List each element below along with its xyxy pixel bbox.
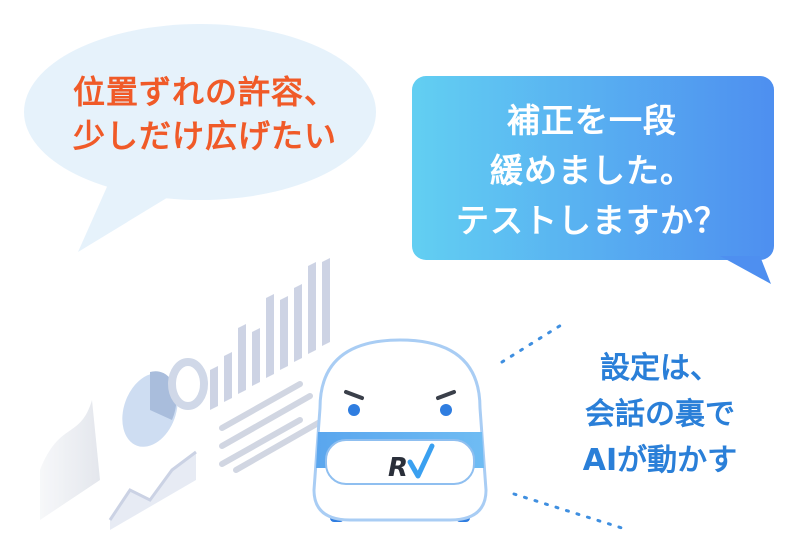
robot-mascot: R [312, 338, 488, 522]
right-bubble-line: 補正を一段 [507, 101, 677, 140]
right-bubble-line: テストしますか？ [456, 201, 728, 240]
area-chart-graphic [108, 450, 197, 530]
left-speech-bubble [24, 24, 376, 252]
caption-line: 会話の裏で [585, 397, 735, 432]
caption-line: 設定は、 [600, 351, 720, 386]
list-lines-graphic [219, 381, 323, 473]
caption-line: AIが動かす [582, 443, 738, 478]
robot-logo-letter: R [388, 453, 408, 483]
dashboard-illustration [40, 258, 330, 530]
left-bubble-line: 位置ずれの許容、 [72, 73, 337, 111]
caption: 設定は、 会話の裏で AIが動かす [560, 346, 760, 484]
left-bubble-line: 少しだけ広げたい [72, 117, 337, 155]
left-bubble-message: 位置ずれの許容、 少しだけ広げたい [40, 70, 370, 158]
right-speech-bubble [412, 76, 774, 284]
dotted-connectors [500, 320, 624, 530]
bar-chart-graphic [210, 258, 330, 410]
right-bubble-message: 補正を一段 緩めました。 テストしますか？ [412, 96, 772, 246]
right-bubble-line: 緩めました。 [490, 151, 694, 190]
pie-chart-graphic [122, 358, 208, 447]
